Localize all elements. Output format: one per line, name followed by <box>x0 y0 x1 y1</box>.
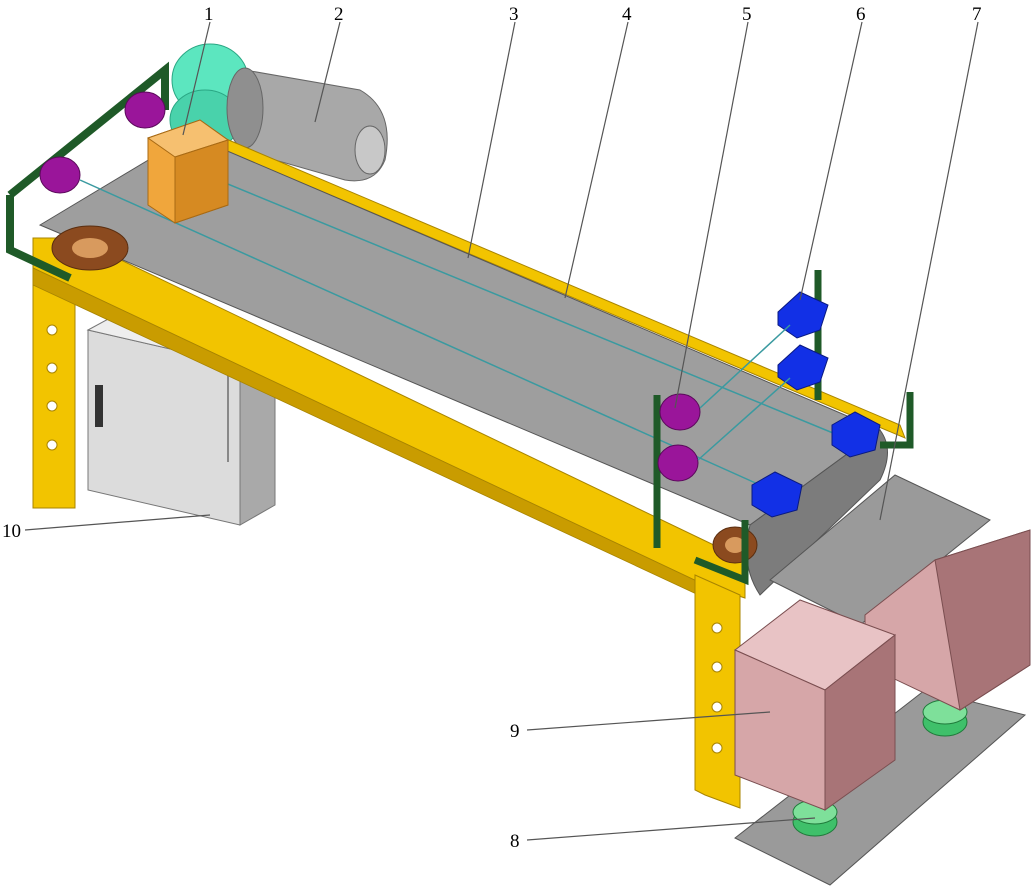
bin-front <box>734 599 897 811</box>
drive-motor <box>169 43 388 182</box>
callout-2: 2 <box>334 4 344 25</box>
callout-10: 10 <box>2 521 21 542</box>
callout-1: 1 <box>204 4 214 25</box>
callout-3: 3 <box>509 4 519 25</box>
left-roller-upper <box>124 91 166 129</box>
blue-cameras <box>697 291 881 518</box>
callout-8: 8 <box>510 831 520 852</box>
sorting-plate <box>769 474 991 626</box>
left-pulley-hub <box>72 238 108 258</box>
left-bracket <box>5 61 169 282</box>
callout-6: 6 <box>856 4 866 25</box>
left-roller-lower <box>39 156 81 194</box>
callout-9: 9 <box>510 721 520 742</box>
roller-lower <box>657 444 699 482</box>
callout-4: 4 <box>622 4 632 25</box>
callout-5: 5 <box>742 4 752 25</box>
cabinet-handle <box>95 385 103 427</box>
bin-rear <box>864 529 1031 711</box>
callout-7: 7 <box>972 4 982 25</box>
right-front-leg <box>694 574 741 809</box>
callout-labels: 1 2 3 4 5 6 7 8 9 10 <box>2 4 982 852</box>
right-pulley-hub <box>725 537 745 553</box>
leader-lines <box>24 21 979 841</box>
sensor-box <box>146 119 230 224</box>
roller-upper <box>659 393 701 431</box>
